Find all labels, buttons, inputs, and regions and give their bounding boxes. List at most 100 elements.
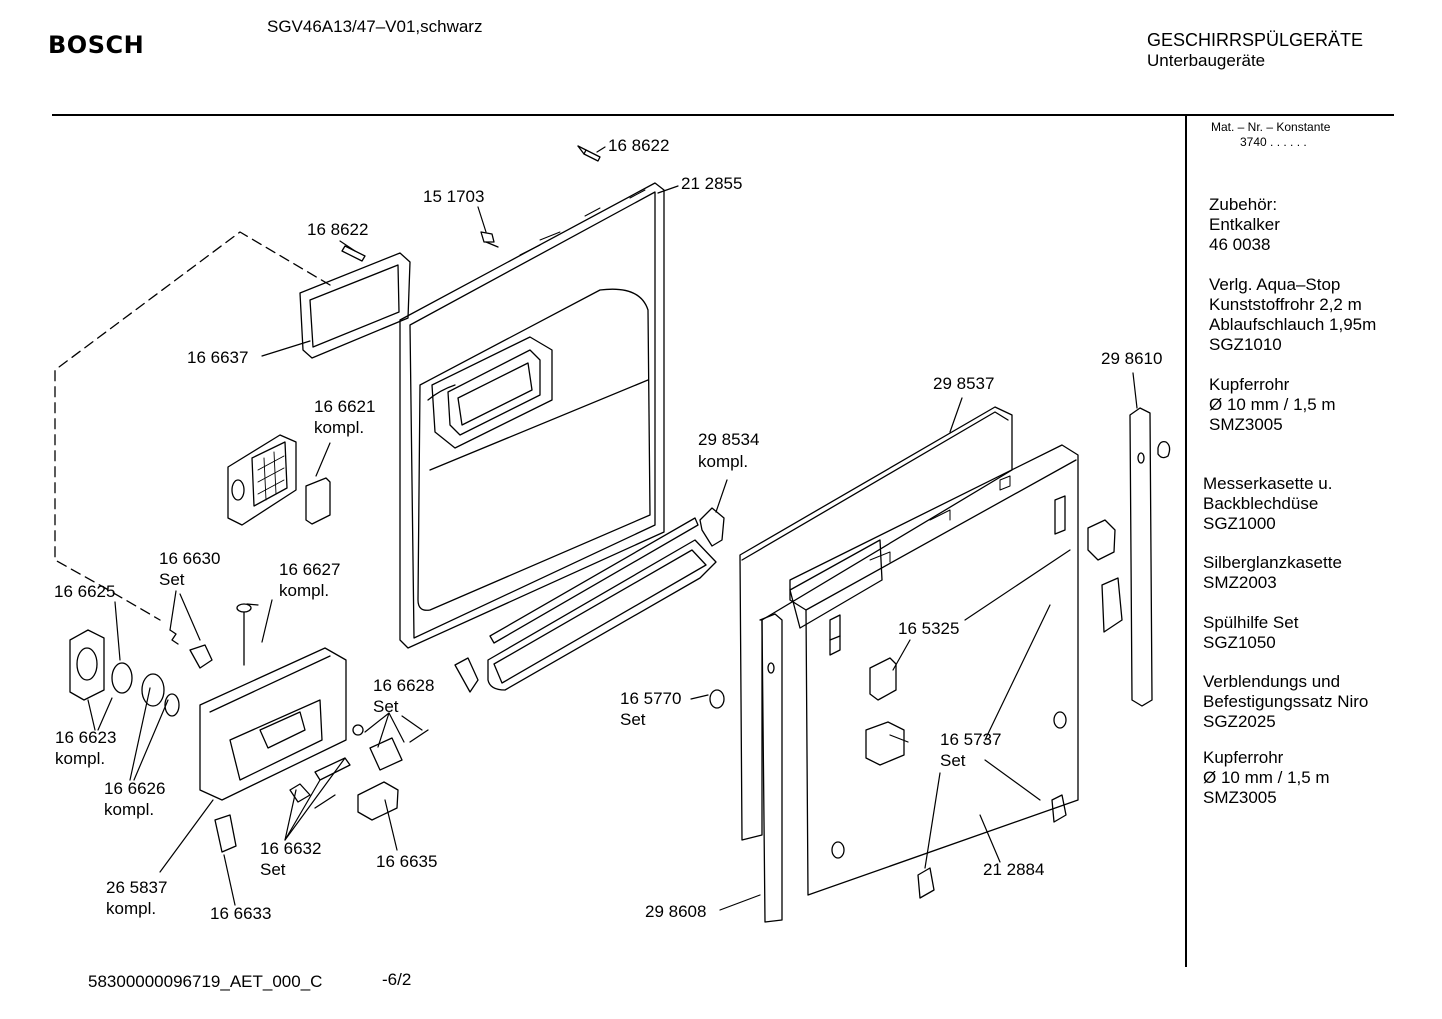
- accessory-line: Verlg. Aqua–Stop: [1209, 275, 1341, 294]
- document-id: 58300000096719_AET_000_C: [88, 972, 323, 991]
- accessory-line: Spülhilfe Set: [1203, 613, 1299, 632]
- part-label: 29 8608: [645, 902, 707, 921]
- plate-166633: [214, 814, 237, 853]
- rail-298534: [454, 507, 725, 693]
- outer-panel-298537: [739, 406, 1013, 841]
- part-label: 21 2884: [983, 860, 1045, 879]
- sidebar-divider: [1185, 116, 1187, 967]
- accessory-line: SGZ1050: [1203, 633, 1276, 652]
- header-divider: [52, 114, 1394, 116]
- part-label: Set: [940, 751, 966, 770]
- bracket-165325: [869, 657, 897, 701]
- assembly-dashed-line: [54, 231, 331, 621]
- part-label: Set: [159, 570, 185, 589]
- door-inner-panel: [399, 182, 665, 649]
- part-label: 15 1703: [423, 187, 485, 206]
- part-label: 29 8534: [698, 430, 760, 449]
- bracket-right-upper: [1087, 519, 1116, 561]
- clip-165737-right: [1051, 794, 1067, 823]
- part-label: 16 6630: [159, 549, 221, 568]
- accessory-line: Verblendungs und: [1203, 672, 1341, 691]
- part-label: 16 6637: [187, 348, 249, 367]
- part-label: kompl.: [106, 899, 157, 918]
- accessory-line: Silberglanzkasette: [1203, 553, 1342, 572]
- accessory-line: SGZ1010: [1209, 335, 1282, 354]
- spring-166630: [169, 629, 213, 669]
- trim-strip-298608: [759, 613, 783, 923]
- part-label: 16 6621: [314, 397, 376, 416]
- part-label: 16 5770: [620, 689, 682, 708]
- accessory-line: Kunststoffrohr 2,2 m: [1209, 295, 1362, 314]
- accessory-block: Kupferrohr Ø 10 mm / 1,5 m SMZ3005: [1209, 375, 1336, 435]
- window-frame: [299, 252, 411, 359]
- accessory-line: Zubehör:: [1209, 195, 1278, 214]
- bracket-right-lower: [1101, 577, 1123, 633]
- page-number: -6/2: [382, 970, 412, 989]
- part-label: 26 5837: [106, 878, 168, 897]
- part-label: kompl.: [698, 452, 749, 471]
- part-label: kompl.: [55, 749, 106, 768]
- material-number-label: Mat. – Nr. – Konstante: [1211, 120, 1331, 134]
- category-title: GESCHIRRSPÜLGERÄTE: [1147, 30, 1364, 50]
- accessory-line: Befestigungssatz Niro: [1203, 692, 1369, 711]
- part-label: kompl.: [104, 800, 155, 819]
- exploded-view-diagram: [54, 145, 1171, 923]
- screw-168622-left: [341, 245, 366, 262]
- brand-logo: BOSCH: [48, 31, 145, 59]
- accessory-line: Backblechdüse: [1203, 494, 1319, 513]
- trim-strip-298610: [1129, 407, 1171, 707]
- accessory-block: Silberglanzkasette SMZ2003: [1203, 553, 1342, 593]
- screw-168622-top: [577, 145, 601, 162]
- part-label: 16 6623: [55, 728, 117, 747]
- part-label: 16 5737: [940, 730, 1002, 749]
- part-label: 16 6627: [279, 560, 341, 579]
- part-label: 16 6625: [54, 582, 116, 601]
- accessory-line: SGZ2025: [1203, 712, 1276, 731]
- bracket-165737: [865, 721, 905, 766]
- accessory-line: Ø 10 mm / 1,5 m: [1209, 395, 1336, 414]
- accessory-line: Kupferrohr: [1209, 375, 1290, 394]
- pin-166627: [236, 603, 252, 666]
- screw-151703: [480, 231, 499, 248]
- part-label: 16 8622: [307, 220, 369, 239]
- accessory-line: SGZ1000: [1203, 514, 1276, 533]
- accessory-line: Ablaufschlauch 1,95m: [1209, 315, 1377, 334]
- accessory-block: Messerkasette u. Backblechdüse SGZ1000: [1203, 474, 1332, 534]
- part-label: 16 6628: [373, 676, 435, 695]
- model-number: SGV46A13/47–V01,schwarz: [267, 17, 483, 36]
- part-label: 16 6626: [104, 779, 166, 798]
- switch-166628: [352, 724, 429, 771]
- accessory-block: Spülhilfe Set SGZ1050: [1203, 613, 1298, 653]
- lever-166632: [289, 757, 351, 809]
- accessory-block: Kupferrohr Ø 10 mm / 1,5 m SMZ3005: [1203, 748, 1330, 808]
- accessory-block: Verlg. Aqua–Stop Kunststoffrohr 2,2 m Ab…: [1209, 275, 1376, 355]
- part-label: 16 6635: [376, 852, 438, 871]
- part-label: 29 8610: [1101, 349, 1163, 368]
- accessory-line: SMZ2003: [1203, 573, 1277, 592]
- accessory-line: 46 0038: [1209, 235, 1271, 254]
- part-label: 21 2855: [681, 174, 743, 193]
- door-lock-face: [69, 629, 180, 717]
- part-label: 16 6633: [210, 904, 272, 923]
- accessory-line: Entkalker: [1209, 215, 1280, 234]
- accessory-line: SMZ3005: [1203, 788, 1277, 807]
- part-label: Set: [260, 860, 286, 879]
- material-number-constant: 3740 . . . . . .: [1240, 135, 1307, 149]
- part-label: Set: [620, 710, 646, 729]
- part-label: kompl.: [279, 581, 330, 600]
- category-subtitle: Unterbaugeräte: [1147, 51, 1266, 70]
- part-label: 16 8622: [608, 136, 670, 155]
- control-module-166621: [227, 434, 297, 526]
- accessory-line: Ø 10 mm / 1,5 m: [1203, 768, 1330, 787]
- accessory-block: Zubehör: Entkalker 46 0038: [1209, 195, 1280, 255]
- accessory-line: Messerkasette u.: [1203, 474, 1333, 493]
- accessory-line: SMZ3005: [1209, 415, 1283, 434]
- microswitch-166635: [357, 781, 399, 821]
- accessory-block: Verblendungs und Befestigungssatz Niro S…: [1203, 672, 1368, 732]
- part-label: kompl.: [314, 418, 365, 437]
- part-label: 16 5325: [898, 619, 960, 638]
- cap-165770: [709, 689, 725, 709]
- door-outer-panel-212884: [789, 444, 1079, 896]
- part-label: Set: [373, 697, 399, 716]
- seal-pad: [305, 477, 331, 525]
